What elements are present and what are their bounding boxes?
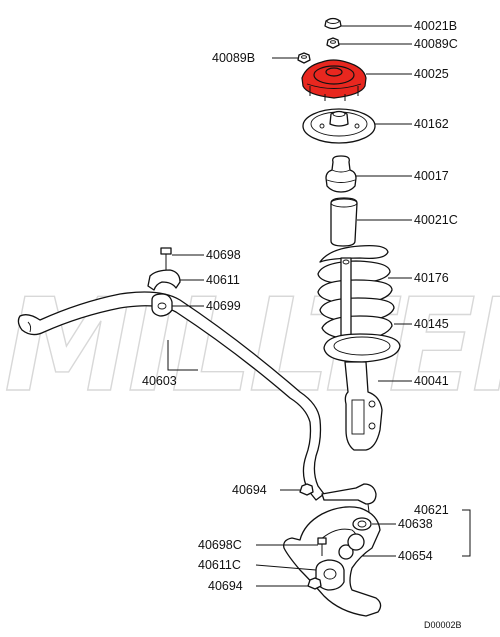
part-nut-40694-lower[interactable] <box>307 577 322 590</box>
part-strut-40041[interactable] <box>344 361 383 451</box>
leader-lines <box>167 25 471 587</box>
label-40021b[interactable]: 40021B <box>414 19 457 33</box>
watermark: MILLTEK <box>4 272 500 421</box>
part-lower-spring-seat-40145[interactable] <box>323 333 401 363</box>
label-40654[interactable]: 40654 <box>398 549 433 563</box>
part-strut-mount-40025[interactable] <box>301 59 367 101</box>
label-40603[interactable]: 40603 <box>142 374 177 388</box>
label-40698[interactable]: 40698 <box>206 248 241 262</box>
part-bushing-40654[interactable] <box>338 533 365 560</box>
part-dust-boot-40021c[interactable] <box>330 197 358 247</box>
part-bracket-40611[interactable] <box>147 269 181 291</box>
part-cap-40021b[interactable] <box>324 17 342 30</box>
part-spring-seat-40162[interactable] <box>302 108 376 144</box>
part-bump-stop-40017[interactable] <box>325 155 357 193</box>
part-nut-40694-upper[interactable] <box>299 483 314 496</box>
part-coil-spring-40176[interactable] <box>317 244 395 341</box>
label-40041[interactable]: 40041 <box>414 374 449 388</box>
part-bushing-40699[interactable] <box>151 293 173 317</box>
label-40089c[interactable]: 40089C <box>414 37 458 51</box>
label-40698c[interactable]: 40698C <box>198 538 242 552</box>
label-40025[interactable]: 40025 <box>414 67 449 81</box>
label-40089b[interactable]: 40089B <box>212 51 255 65</box>
label-40699[interactable]: 40699 <box>206 299 241 313</box>
label-40611[interactable]: 40611 <box>206 273 240 287</box>
part-nut-40089c[interactable] <box>326 37 340 49</box>
label-40162[interactable]: 40162 <box>414 117 449 131</box>
label-40145[interactable]: 40145 <box>414 317 449 331</box>
label-40694-upper[interactable]: 40694 <box>232 483 267 497</box>
part-bushing-40611c[interactable] <box>315 559 345 591</box>
part-bolt-40698c[interactable] <box>317 537 327 556</box>
label-40621[interactable]: 40621 <box>414 503 449 517</box>
label-40611c[interactable]: 40611C <box>198 558 241 572</box>
part-bushing-40638[interactable] <box>352 517 372 531</box>
label-40638[interactable]: 40638 <box>398 517 433 531</box>
label-40021c[interactable]: 40021C <box>414 213 458 227</box>
label-40176[interactable]: 40176 <box>414 271 449 285</box>
label-40694-lower[interactable]: 40694 <box>208 579 243 593</box>
label-40017[interactable]: 40017 <box>414 169 449 183</box>
part-nut-40089b[interactable] <box>297 52 311 64</box>
diagram-code: D00002B <box>424 620 462 630</box>
part-bolt-40698[interactable] <box>160 247 172 270</box>
